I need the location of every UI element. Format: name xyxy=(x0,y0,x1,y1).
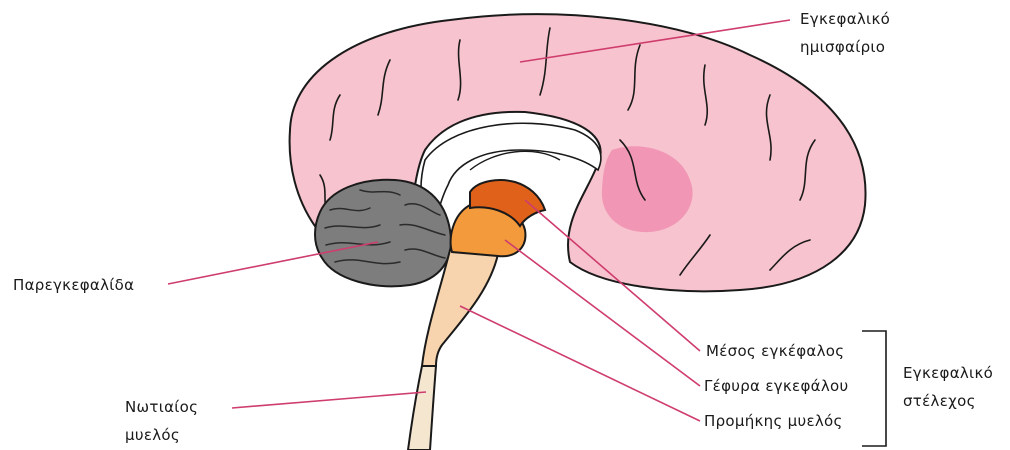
label-brainstem-line2: στέλεχος xyxy=(903,390,993,412)
spinal-cord-shape xyxy=(408,366,436,450)
label-spinal-cord-line2: μυελός xyxy=(125,424,198,446)
leader-spinal-cord xyxy=(232,392,426,408)
label-cerebral-hemisphere: Εγκεφαλικό ημισφαίριο xyxy=(800,8,890,58)
label-cerebral-hemisphere-line1: Εγκεφαλικό xyxy=(800,8,890,30)
label-cerebellum-text: Παρεγκεφαλίδα xyxy=(13,274,134,296)
label-midbrain-text: Μέσος εγκέφαλος xyxy=(706,340,844,362)
label-medulla-text: Προμήκης μυελός xyxy=(704,410,843,432)
leader-medulla xyxy=(460,306,700,421)
cerebellum-shape xyxy=(315,180,451,286)
label-pons-text: Γέφυρα εγκεφάλου xyxy=(704,375,848,397)
label-medulla: Προμήκης μυελός xyxy=(704,410,843,432)
label-brainstem: Εγκεφαλικό στέλεχος xyxy=(903,362,993,412)
label-cerebellum: Παρεγκεφαλίδα xyxy=(13,274,134,296)
label-spinal-cord-line1: Νωτιαίος xyxy=(125,396,198,418)
label-midbrain: Μέσος εγκέφαλος xyxy=(706,340,844,362)
label-spinal-cord: Νωτιαίος μυελός xyxy=(125,396,198,446)
label-pons: Γέφυρα εγκεφάλου xyxy=(704,375,848,397)
label-brainstem-line1: Εγκεφαλικό xyxy=(903,362,993,384)
brainstem-bracket xyxy=(862,331,886,446)
label-cerebral-hemisphere-line2: ημισφαίριο xyxy=(800,36,890,58)
